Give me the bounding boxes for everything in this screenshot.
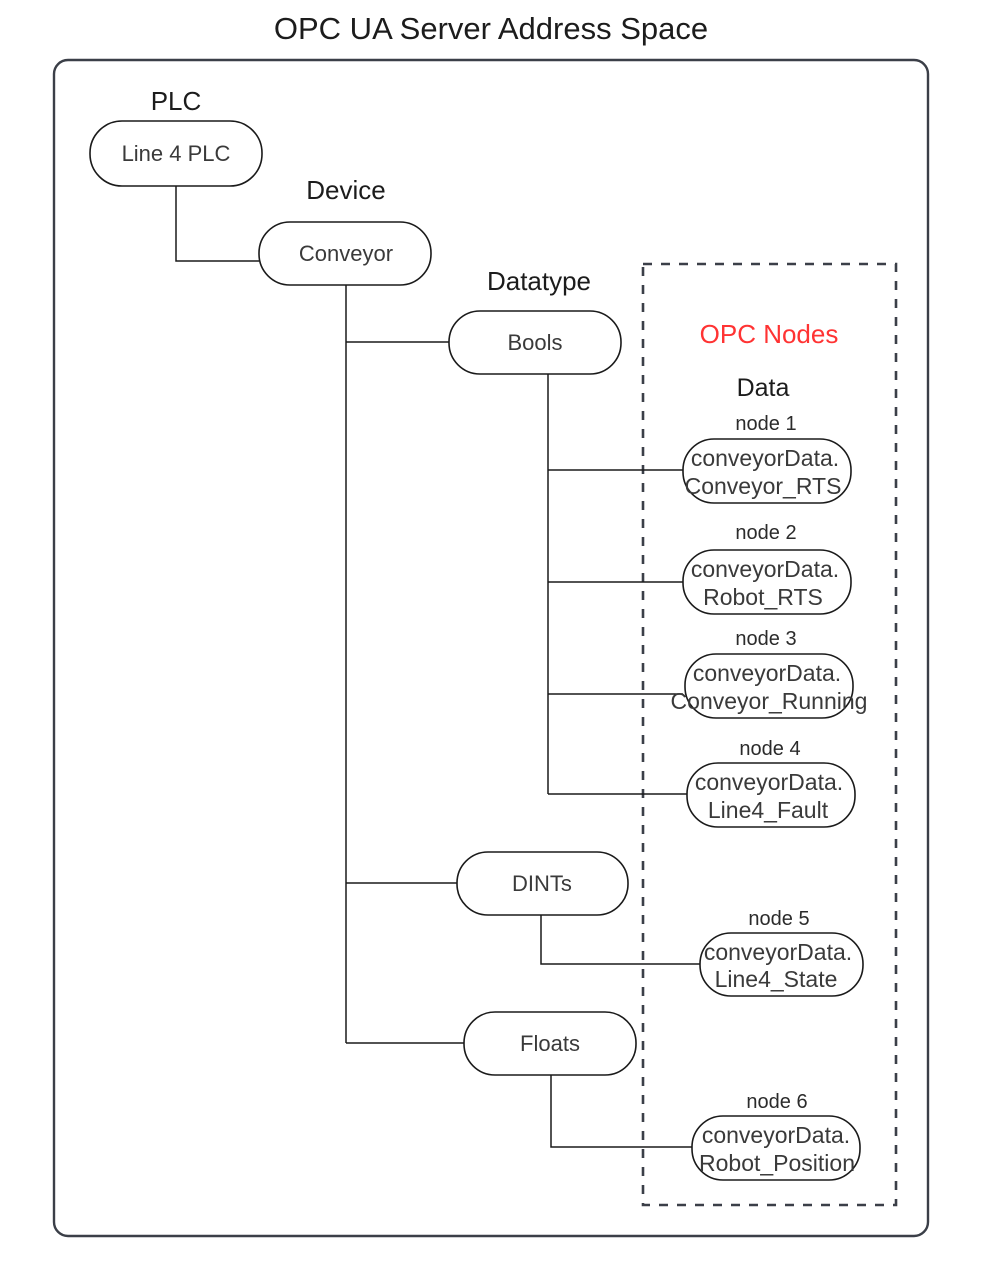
opc-node-1-line1: conveyorData.	[691, 445, 839, 471]
opc-node-3[interactable]: node 3 conveyorData. Conveyor_Running	[671, 628, 868, 719]
group-label-datatype: Datatype	[487, 266, 591, 296]
opc-nodes-subtitle: Data	[737, 374, 790, 402]
node-datatype-dints-label: DINTs	[512, 871, 572, 896]
node-device-conveyor[interactable]: Conveyor	[258, 221, 432, 286]
node-datatype-bools-label: Bools	[507, 330, 562, 355]
opc-node-2-shape[interactable]	[682, 549, 852, 615]
opc-nodes-title: OPC Nodes	[700, 319, 839, 349]
node-device-shape[interactable]	[258, 221, 432, 286]
node-datatype-dints-shape[interactable]	[456, 851, 629, 916]
node-datatype-floats[interactable]: Floats	[463, 1011, 637, 1076]
opc-node-4-line1: conveyorData.	[695, 769, 843, 795]
opc-nodes-panel	[641, 262, 898, 1207]
node-datatype-bools[interactable]: Bools	[448, 310, 622, 375]
opc-node-1-caption: node 1	[735, 413, 796, 435]
opc-node-5-line2: Line4_State	[715, 966, 838, 992]
opc-node-5[interactable]: node 5 conveyorData. Line4_State	[699, 908, 864, 997]
node-plc-shape[interactable]	[89, 120, 263, 187]
opc-node-6-shape[interactable]	[691, 1115, 861, 1181]
node-datatype-floats-shape[interactable]	[463, 1011, 637, 1076]
opc-node-1[interactable]: node 1 conveyorData. Conveyor_RTS	[682, 413, 852, 504]
opc-node-5-shape[interactable]	[699, 932, 864, 997]
opc-node-3-shape[interactable]	[684, 653, 854, 719]
server-address-space-container	[52, 58, 930, 1238]
opc-node-4-caption: node 4	[739, 738, 800, 760]
diagram-title: OPC UA Server Address Space	[274, 11, 708, 46]
opc-node-3-caption: node 3	[735, 628, 796, 650]
opc-node-2-caption: node 2	[735, 522, 796, 544]
opc-node-4[interactable]: node 4 conveyorData. Line4_Fault	[686, 738, 856, 828]
opc-node-6-line2: Robot_Position	[699, 1150, 855, 1176]
opc-node-5-caption: node 5	[748, 908, 809, 930]
opc-node-2-line1: conveyorData.	[691, 556, 839, 582]
group-label-plc: PLC	[151, 86, 202, 116]
node-datatype-dints[interactable]: DINTs	[456, 851, 629, 916]
opc-node-6-caption: node 6	[746, 1091, 807, 1113]
node-plc-label: Line 4 PLC	[122, 141, 231, 166]
opc-node-1-shape[interactable]	[682, 438, 852, 504]
group-label-device: Device	[306, 175, 385, 205]
opc-node-4-shape[interactable]	[686, 762, 856, 828]
opc-node-2[interactable]: node 2 conveyorData. Robot_RTS	[682, 522, 852, 615]
opc-node-2-line2: Robot_RTS	[703, 584, 823, 610]
connector-dints-to-node5	[540, 915, 700, 965]
connector-plc-to-conveyor	[175, 186, 259, 262]
node-datatype-bools-shape[interactable]	[448, 310, 622, 375]
node-datatype-floats-label: Floats	[520, 1031, 580, 1056]
node-device-label: Conveyor	[299, 241, 393, 266]
opc-node-1-line2: Conveyor_RTS	[685, 473, 842, 499]
opc-node-5-line1: conveyorData.	[704, 939, 852, 965]
opc-node-4-line2: Line4_Fault	[708, 797, 829, 823]
connector-floats-to-node6	[550, 1075, 692, 1148]
opc-node-6[interactable]: node 6 conveyorData. Robot_Position	[691, 1091, 861, 1181]
opc-node-3-line1: conveyorData.	[693, 660, 841, 686]
opc-node-3-line2: Conveyor_Running	[671, 688, 868, 714]
opc-node-6-line1: conveyorData.	[702, 1122, 850, 1148]
node-plc[interactable]: Line 4 PLC	[89, 120, 263, 187]
